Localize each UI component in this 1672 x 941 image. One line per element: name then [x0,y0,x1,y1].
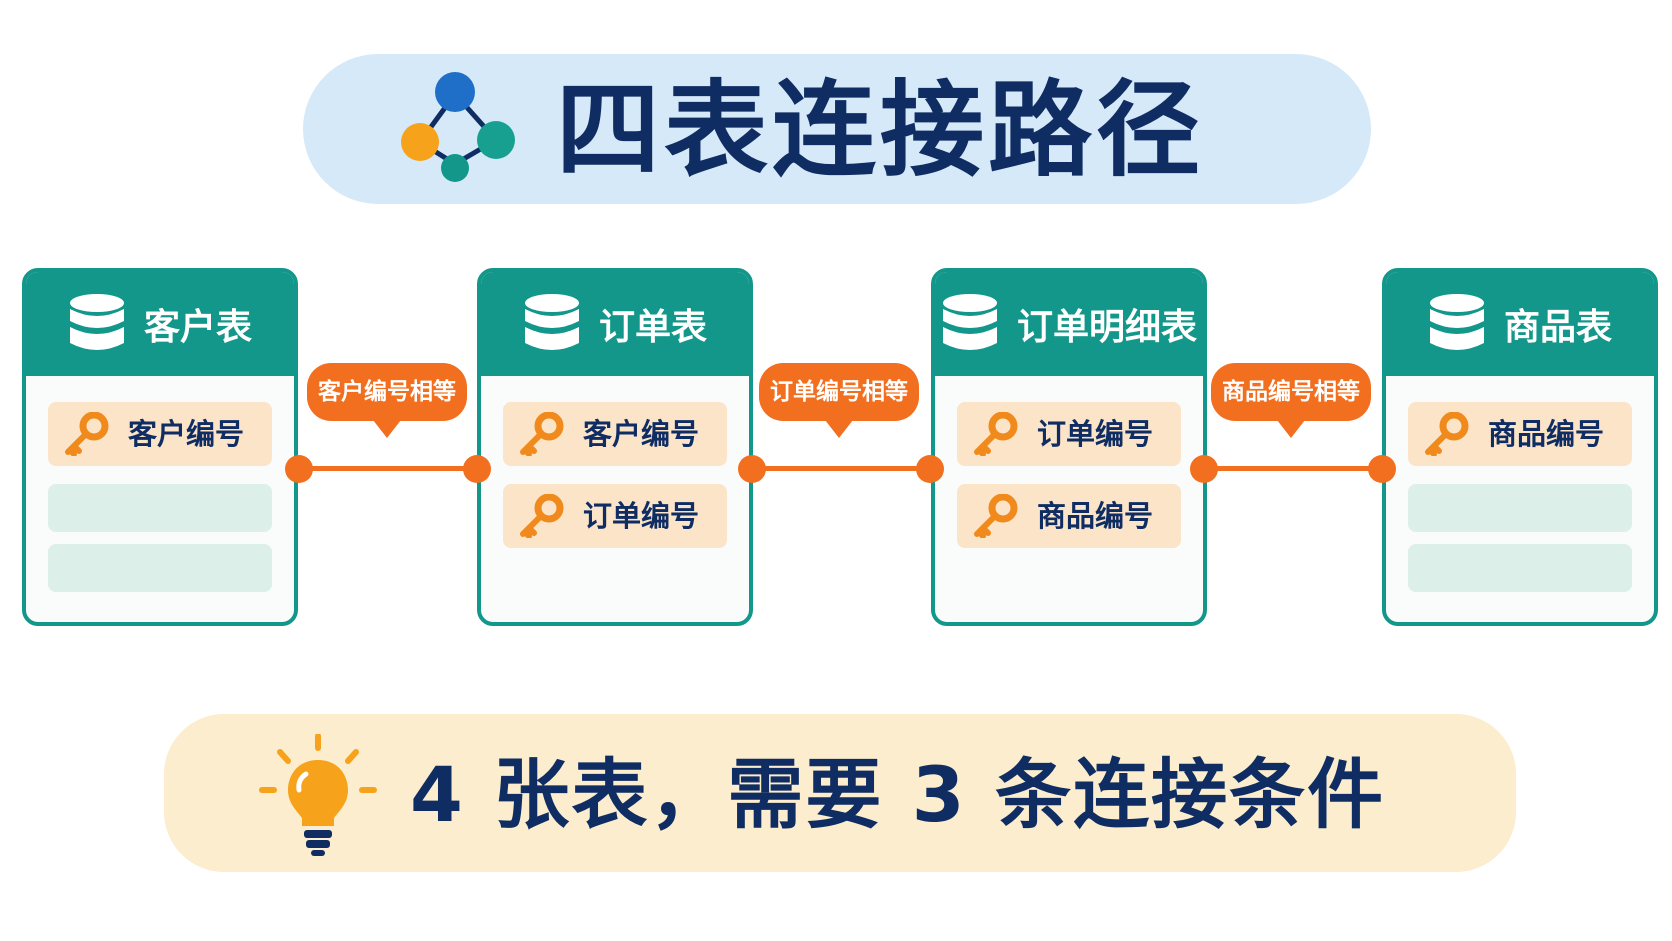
card-header: 订单表 [481,272,749,376]
field-label: 客户编号 [583,417,700,451]
empty-field-row [1408,544,1632,592]
table-title: 商品表 [1503,307,1612,348]
table-title: 订单明细表 [1016,307,1197,348]
summary-banner [164,714,1516,872]
join-label-pointer [1277,420,1305,438]
table-title: 订单表 [598,307,707,348]
join-dot [285,455,313,483]
card-header: 订单明细表 [935,272,1203,376]
key-icon [520,494,564,538]
key-icon [520,412,564,456]
field-row: 客户编号 [48,402,272,466]
join-condition-label: 商品编号相等 [1211,363,1371,421]
field-row: 客户编号 [503,402,727,466]
empty-field-row [48,544,272,592]
field-label: 商品编号 [1037,499,1154,533]
card-header: 商品表 [1386,272,1654,376]
card-header: 客户表 [26,272,294,376]
field-row: 订单编号 [957,402,1181,466]
join-condition-label: 订单编号相等 [759,363,919,421]
summary-text: 4 张表，需要 3 条连接条件 [410,750,1386,839]
key-icon [974,494,1018,538]
database-icon [69,294,124,350]
field-row: 商品编号 [957,484,1181,548]
lightbulb-icon [259,734,377,856]
field-label: 订单编号 [583,499,700,533]
table-card-products: 商品表 商品编号 [1382,268,1658,626]
empty-field-row [1408,484,1632,532]
key-icon [1425,412,1469,456]
table-card-customers: 客户表 客户编号 [22,268,298,626]
join-dot [916,455,944,483]
database-icon [942,294,997,350]
database-icon [1429,294,1484,350]
database-icon [524,294,579,350]
table-card-orders: 订单表 客户编号 订单编号 [477,268,753,626]
join-line [1202,466,1382,471]
key-icon [65,412,109,456]
table-title: 客户表 [143,307,252,348]
join-line [297,466,477,471]
join-dot [738,455,766,483]
join-line [750,466,930,471]
field-label: 客户编号 [128,417,245,451]
key-icon [974,412,1018,456]
network-nodes-icon [401,72,515,182]
join-label-pointer [373,420,401,438]
field-row: 订单编号 [503,484,727,548]
join-dot [463,455,491,483]
join-dot [1368,455,1396,483]
join-dot [1190,455,1218,483]
join-label-pointer [825,420,853,438]
field-row: 商品编号 [1408,402,1632,466]
field-label: 商品编号 [1488,417,1605,451]
join-condition-label: 客户编号相等 [307,363,467,421]
page-title: 四表连接路径 [556,69,1205,191]
table-card-order-details: 订单明细表 订单编号 商品编号 [931,268,1207,626]
empty-field-row [48,484,272,532]
field-label: 订单编号 [1037,417,1154,451]
